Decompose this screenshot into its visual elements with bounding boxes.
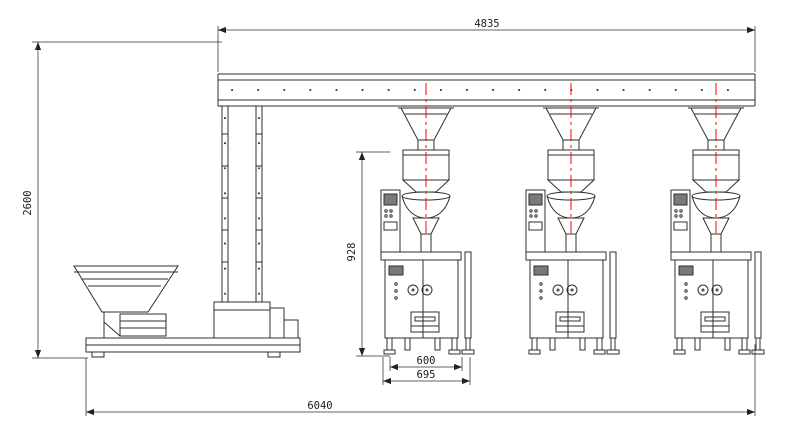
dim-machine-footprint [382,357,471,385]
dim-line-height [32,41,222,359]
infeed-hopper [73,265,179,338]
line-height-label: 2600 [22,190,34,215]
packaging-machine-3 [670,107,765,355]
dim-conveyor-length [217,26,756,72]
machine-height-label: 928 [346,243,358,262]
packaging-machine-2 [525,107,620,355]
total-length-label: 6040 [307,400,332,412]
vibratory-unit [119,313,167,337]
dim-total-length [85,344,756,416]
hopper-brace [103,321,121,337]
machine-footprint-label: 695 [417,369,436,381]
packaging-machine-1 [380,107,475,355]
foot-pad [267,351,281,358]
dimension-lines [32,26,756,416]
machinery-lines [73,73,765,358]
dim-machine-width [389,357,463,371]
centerlines [425,83,717,237]
dim-machine-height [356,151,390,357]
foot-pad [91,351,105,358]
overhead-conveyor [217,73,756,107]
elevator-boot [213,301,271,339]
bucket-elevator [85,106,301,358]
conveyor-length-label: 4835 [474,18,499,30]
machine-width-label: 600 [417,355,436,367]
dimension-labels: 4835 2600 928 600 695 6040 [22,18,500,412]
